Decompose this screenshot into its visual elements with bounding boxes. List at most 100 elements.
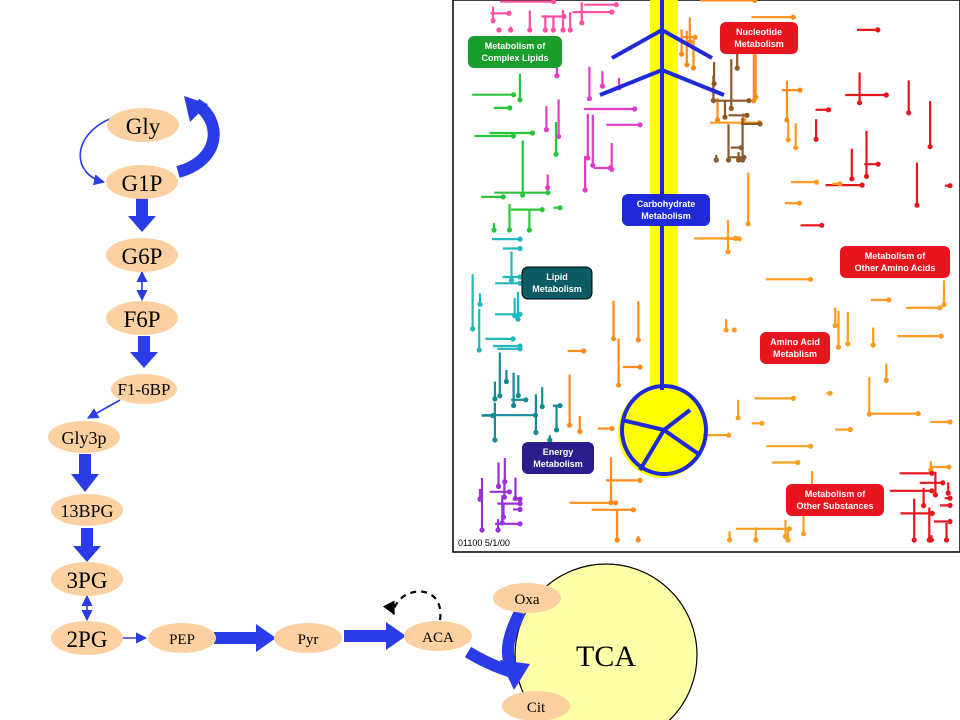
- arrow-f16bp-gly3p: [87, 399, 121, 419]
- node-13bpg-label: 13BPG: [60, 501, 113, 521]
- node-2pg-label: 2PG: [67, 627, 108, 652]
- map-compound-dot: [609, 425, 615, 432]
- map-compound-dot: [859, 182, 865, 188]
- pathway-nodes: Gly G1P G6P F6P F1-6BP Gly3p 13BPG 3PG: [48, 108, 570, 720]
- map-label-complex-lipids: Metabolism of Complex Lipids: [468, 36, 562, 68]
- node-g1p-label: G1P: [122, 171, 163, 196]
- map-compound-dot: [557, 205, 563, 211]
- node-g1p[interactable]: G1P: [106, 165, 178, 199]
- map-compound-dot: [883, 92, 889, 98]
- arrow-gly-g1p-thin: [79, 117, 113, 186]
- map-compound-dot: [929, 510, 935, 516]
- map-compound-dot: [582, 187, 588, 193]
- map-label-carbohydrate: Carbohydrate Metabolism: [622, 194, 710, 226]
- map-compound-dot: [512, 313, 518, 319]
- map-compound-dot: [946, 464, 952, 470]
- map-compound-dot: [710, 97, 717, 104]
- map-compound-dot: [797, 87, 803, 93]
- map-compound-dot: [517, 506, 523, 513]
- map-compound-dot: [938, 333, 944, 339]
- node-f16bp[interactable]: F1-6BP: [111, 374, 177, 404]
- node-gly3p[interactable]: Gly3p: [48, 421, 120, 453]
- map-compound-dot: [495, 483, 502, 489]
- map-compound-dot: [784, 117, 790, 123]
- node-aca[interactable]: ACA: [404, 621, 472, 651]
- map-compound-dot: [517, 346, 523, 352]
- map-compound-dot: [870, 342, 876, 348]
- map-compound-dot: [527, 27, 533, 33]
- map-compound-dot: [577, 428, 583, 435]
- map-compound-dot: [637, 477, 643, 483]
- tca-circle: [514, 563, 698, 720]
- map-compound-dot: [714, 117, 721, 123]
- map-compound-dot: [947, 419, 953, 425]
- map-label-energy-line1: Energy: [543, 447, 574, 457]
- map-compound-dot: [497, 393, 503, 399]
- map-label-amino-acid-line1: Amino Acid: [770, 337, 820, 347]
- node-f6p-label: F6P: [123, 307, 160, 332]
- map-compound-dot: [635, 537, 641, 543]
- map-compound-dot: [477, 301, 483, 307]
- node-gly3p-label: Gly3p: [62, 428, 107, 448]
- tca-cycle: TCA: [514, 563, 698, 720]
- arrow-aca-dashed-loop: [382, 590, 442, 621]
- map-compound-dot: [947, 183, 953, 189]
- node-2pg[interactable]: 2PG: [51, 621, 123, 655]
- map-compound-dot: [725, 157, 732, 163]
- arrow-pyr-aca: [344, 622, 406, 650]
- node-oxa[interactable]: Oxa: [493, 583, 561, 613]
- map-compound-dot: [911, 537, 917, 543]
- node-pyr[interactable]: Pyr: [274, 623, 342, 653]
- node-oxa-label: Oxa: [515, 592, 540, 608]
- node-pep[interactable]: PEP: [148, 623, 216, 653]
- map-compound-dot: [733, 235, 739, 241]
- map-compound-dot: [517, 97, 523, 103]
- map-compound-dot: [506, 10, 512, 16]
- map-label-amino-acid-line2: Metablism: [773, 349, 817, 359]
- map-compound-dot: [637, 122, 643, 128]
- map-compound-dot: [502, 479, 508, 485]
- node-gly[interactable]: Gly: [107, 108, 179, 142]
- node-gly-label: Gly: [126, 114, 161, 139]
- map-compound-dot: [745, 221, 751, 227]
- node-3pg[interactable]: 3PG: [51, 562, 123, 596]
- map-compound-dot: [517, 274, 523, 280]
- map-compound-dot: [723, 327, 729, 333]
- map-compound-dot: [491, 227, 497, 233]
- map-compound-dot: [508, 277, 515, 283]
- map-compound-dot: [915, 411, 921, 417]
- map-label-carbohydrate-line1: Carbohydrate: [637, 199, 696, 209]
- map-label-nucleotide-line1: Nucleotide: [736, 27, 782, 37]
- map-compound-dot: [517, 236, 523, 242]
- map-compound-dot: [520, 192, 526, 198]
- map-compound-dot: [470, 326, 476, 332]
- map-compound-dot: [510, 92, 517, 98]
- map-compound-dot: [927, 144, 933, 150]
- node-g6p[interactable]: G6P: [106, 238, 178, 272]
- map-compound-dot: [506, 227, 513, 233]
- map-compound-dot: [945, 490, 951, 496]
- map-compound-dot: [515, 392, 521, 399]
- map-compound-dot: [503, 378, 509, 385]
- map-compound-dot: [567, 27, 573, 33]
- map-compound-dot: [744, 112, 750, 118]
- map-compound-dot: [800, 531, 807, 537]
- node-f6p[interactable]: F6P: [106, 301, 178, 335]
- arrow-f6p-f16bp: [130, 336, 158, 368]
- arrow-oxa-aca-cit: [464, 609, 530, 690]
- map-compound-dot: [517, 496, 523, 502]
- map-compound-dot: [529, 130, 536, 136]
- node-cit-label: Cit: [527, 700, 546, 716]
- map-compound-dot: [937, 305, 943, 311]
- node-13bpg[interactable]: 13BPG: [51, 494, 123, 526]
- map-compound-dot: [849, 176, 855, 182]
- map-compound-dot: [599, 83, 606, 89]
- map-compound-dot: [819, 222, 825, 228]
- map-compound-dot: [941, 301, 947, 308]
- map-compound-dot: [808, 443, 814, 449]
- node-cit[interactable]: Cit: [502, 691, 570, 720]
- map-compound-dot: [790, 395, 797, 401]
- map-compound-dot: [835, 344, 842, 350]
- map-compound-dot: [875, 27, 881, 33]
- map-compound-dot: [609, 166, 615, 172]
